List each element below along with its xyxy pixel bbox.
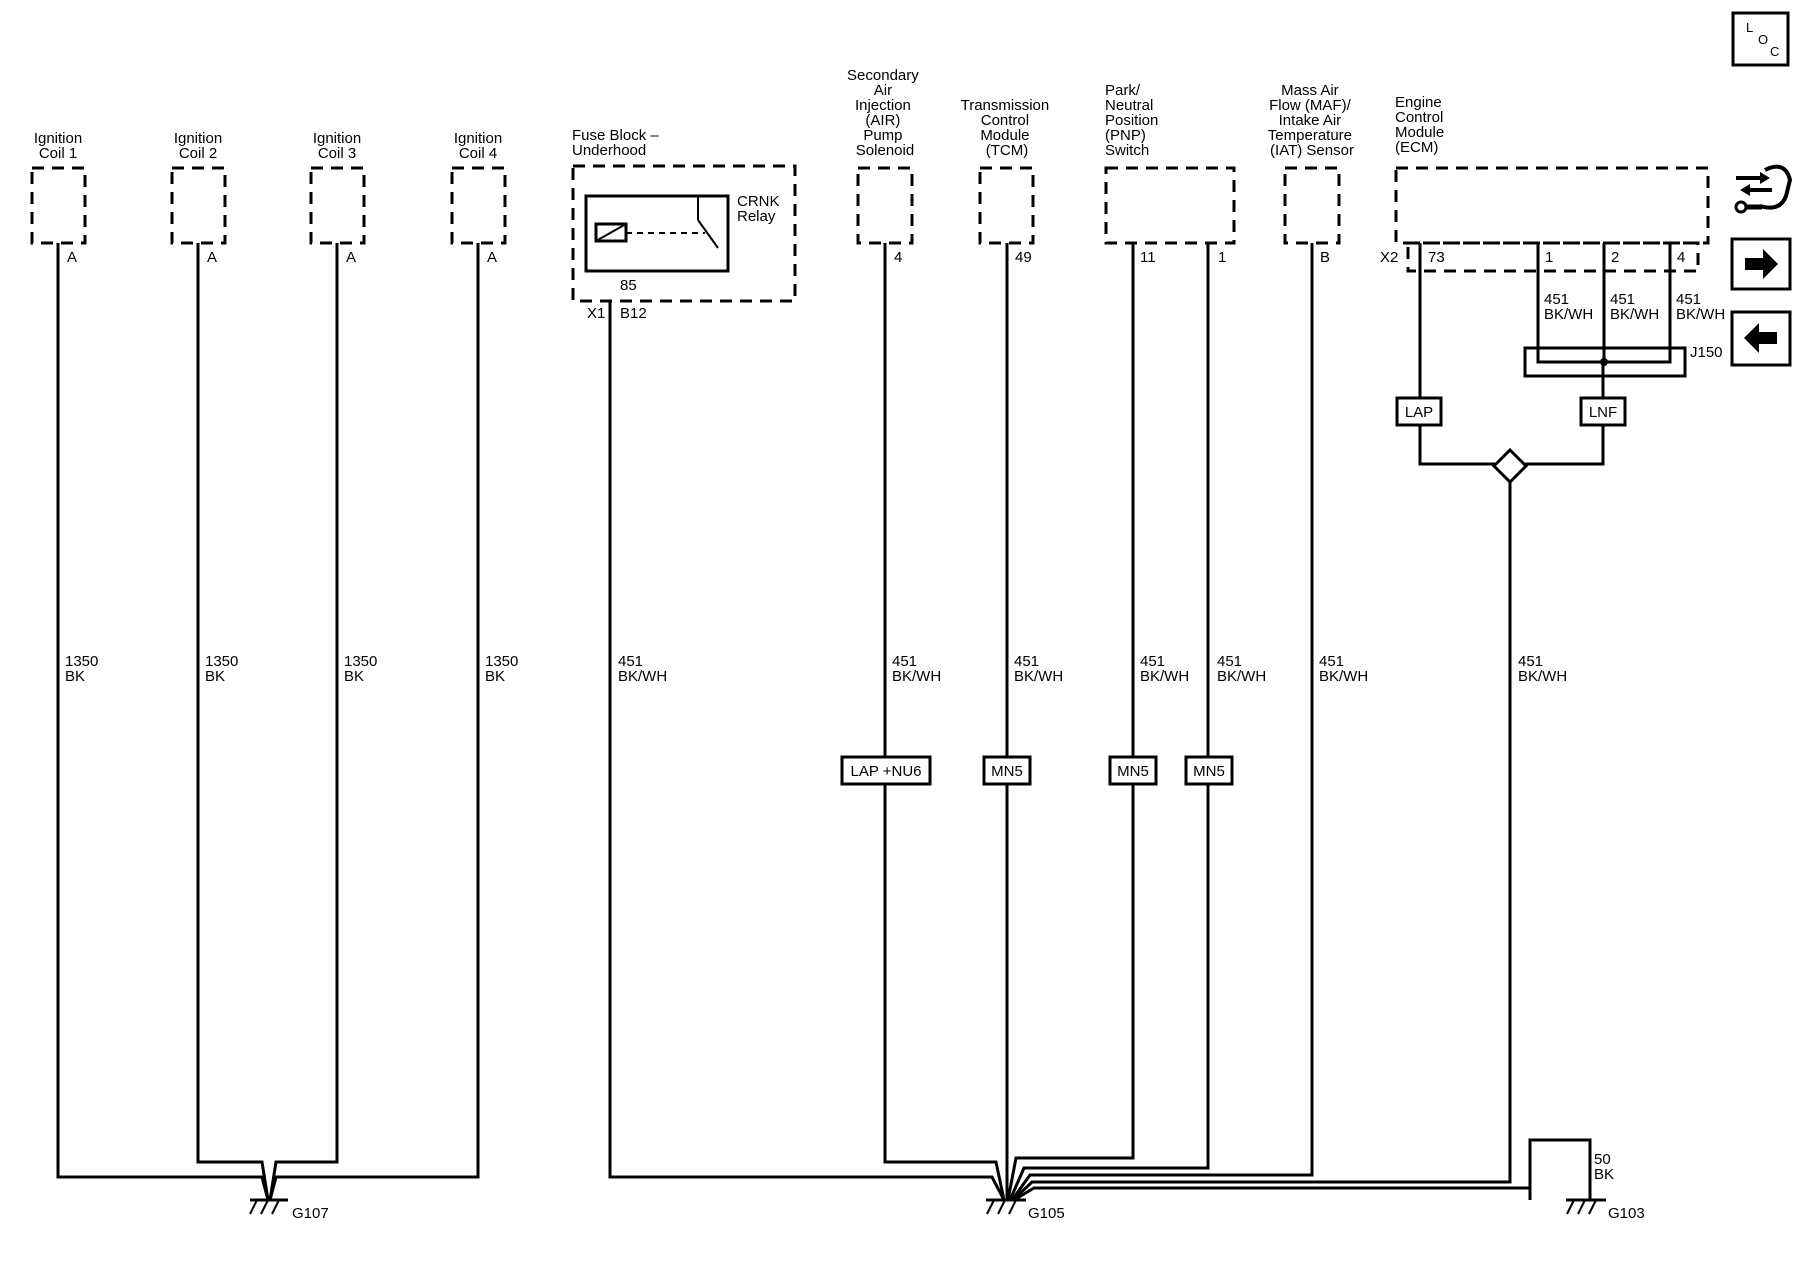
air-pump-solenoid-label: Secondary Air Injection (AIR) Pump Solen… (847, 67, 923, 159)
ign4-pin: A (487, 249, 497, 266)
pnp-pin-1: 1 (1218, 249, 1226, 266)
svg-text:Transmission Control: Transmission Control Module (TCM) (961, 97, 1054, 159)
option-box-lnf: LNF (1579, 396, 1627, 427)
svg-text:LNF: LNF (1589, 404, 1617, 421)
svg-text:L: L (1746, 20, 1753, 35)
air-pin: 4 (894, 249, 902, 266)
ignition-coil-1-box (30, 166, 87, 245)
option-box-pnp1: MN5 (1108, 755, 1158, 786)
tcm-pin: 49 (1015, 249, 1032, 266)
tcm-label: Transmission Control Module (TCM) (961, 97, 1054, 159)
ground-wires (56, 243, 1672, 1202)
pnp-switch-label: Park/ Neutral Position (PNP) Switch (1105, 82, 1163, 159)
fuse-block-label: Fuse Block –Underhood (572, 127, 659, 159)
svg-text:Fuse Block –Underhood: Fuse Block –Underhood (572, 127, 659, 159)
loc-icon[interactable]: L O C (1731, 11, 1790, 67)
crnk-relay (584, 194, 730, 273)
svg-text:Mass Air Flow (MAF)/: Mass Air Flow (MAF)/ Intake Air Temperat… (1268, 82, 1356, 159)
svg-text:LAP: LAP (1405, 404, 1433, 421)
maf-pin: B (1320, 249, 1330, 266)
svg-text:MN5: MN5 (991, 763, 1023, 780)
pnp-pin-11: 11 (1140, 249, 1156, 266)
ignition-coil-2-box (170, 166, 227, 245)
connector-info-icon[interactable] (1734, 164, 1793, 214)
svg-text:Engine Control Mod: Engine Control Module (ECM) (1395, 94, 1448, 156)
option-box-air: LAP +NU6 (840, 755, 932, 786)
svg-text:C: C (1770, 44, 1779, 59)
ecm-box (1394, 166, 1710, 245)
ecm-label: Engine Control Module (ECM) (1395, 94, 1448, 156)
ecm-pin-73: 73 (1428, 249, 1445, 266)
ground-g105-label: G105 (1028, 1205, 1065, 1222)
ign3-pin: A (346, 249, 356, 266)
ecm-x2-connector-box (1406, 241, 1700, 273)
ground-g103-label: G103 (1608, 1205, 1645, 1222)
svg-text:Park/ Neutral Posi: Park/ Neutral Position (PNP) Switch (1105, 82, 1163, 159)
option-split-diamond (1491, 447, 1529, 485)
ecm-pin-4: 4 (1677, 249, 1685, 266)
relay-pin-85: 85 (620, 277, 637, 294)
ground-g107-label: G107 (292, 1205, 329, 1222)
ign1-pin: A (67, 249, 77, 266)
ignition-coil-3-box (309, 166, 366, 245)
ign2-pin: A (207, 249, 217, 266)
pnp-switch-box (1104, 166, 1236, 245)
svg-text:MN5: MN5 (1193, 763, 1225, 780)
ecm-connector-x2: X2 (1380, 249, 1398, 266)
svg-text:MN5: MN5 (1117, 763, 1149, 780)
fuse-connector-x1: X1 (587, 305, 605, 322)
ground-g107-symbol (249, 1198, 288, 1215)
svg-text:O: O (1758, 32, 1768, 47)
j150-label: J150 (1690, 344, 1723, 361)
tcm-box (978, 166, 1035, 245)
previous-page-icon[interactable] (1730, 310, 1792, 367)
option-box-lap: LAP (1395, 396, 1443, 427)
j150-splice-pack (1523, 346, 1687, 378)
svg-text:Secondary Air Inje: Secondary Air Injection (AIR) Pump Solen… (847, 67, 923, 159)
maf-iat-sensor-box (1283, 166, 1341, 245)
option-box-tcm: MN5 (982, 755, 1032, 786)
j150-splice-dot (1600, 358, 1608, 366)
option-box-pnp2: MN5 (1184, 755, 1234, 786)
ground-g103-symbol (1566, 1198, 1606, 1215)
fuse-block-box (571, 164, 797, 303)
ecm-pin-1: 1 (1545, 249, 1553, 266)
air-solenoid-box (856, 166, 914, 245)
ground-g105-symbol (986, 1198, 1026, 1215)
next-page-icon[interactable] (1730, 237, 1792, 291)
svg-text:LAP +NU6: LAP +NU6 (850, 763, 921, 780)
ignition-coil-4-box (450, 166, 507, 245)
ecm-pin-2: 2 (1611, 249, 1619, 266)
maf-iat-sensor-label: Mass Air Flow (MAF)/ Intake Air Temperat… (1268, 82, 1356, 159)
fuse-pin-b12: B12 (620, 305, 647, 322)
